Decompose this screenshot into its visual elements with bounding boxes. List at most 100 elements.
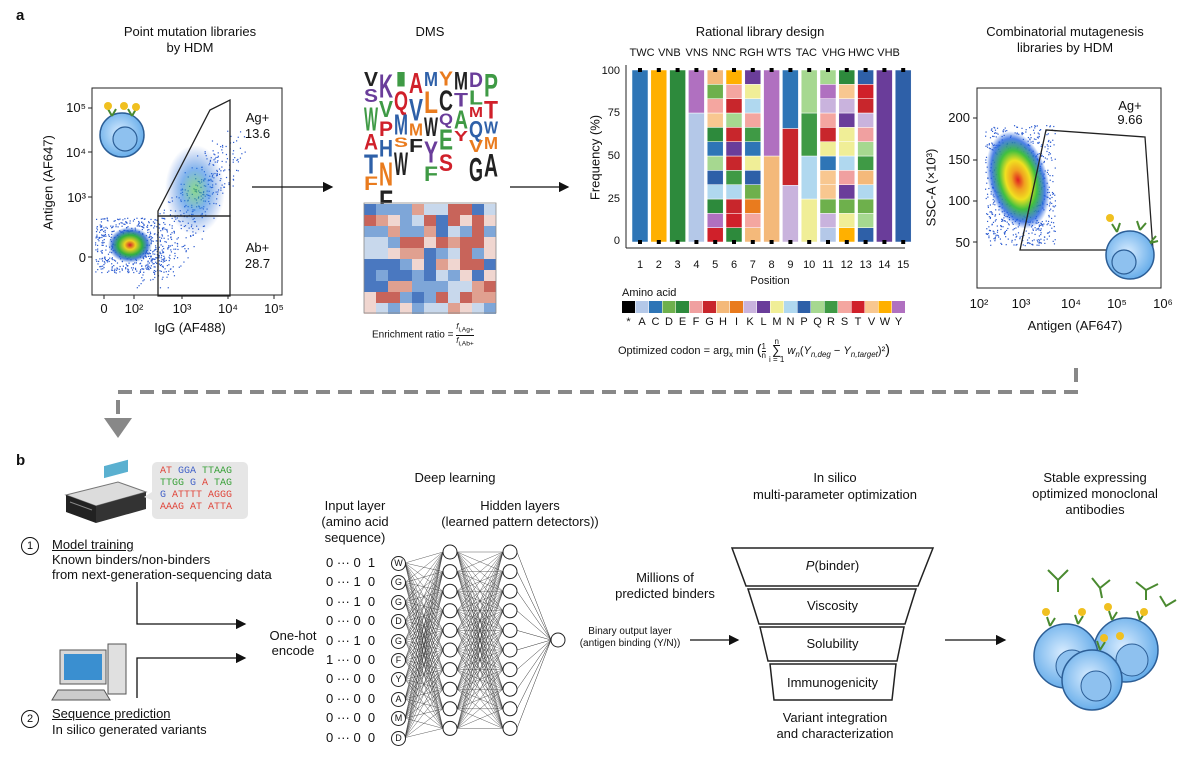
- scatter-dot: [1019, 236, 1021, 238]
- scatter-dot: [1013, 228, 1015, 230]
- scatter-dot: [1051, 159, 1053, 161]
- scatter-dot: [125, 222, 128, 224]
- flow1-xtick-1: 0: [100, 301, 108, 316]
- scatter-dot: [1040, 232, 1042, 234]
- aa-swatch: [703, 301, 716, 313]
- scatter-dot: [986, 213, 988, 215]
- scatter-dot: [102, 242, 104, 244]
- scatter-dot: [169, 224, 171, 226]
- scatter-dot: [1037, 241, 1039, 243]
- scatter-dot: [150, 255, 152, 257]
- step1-line2: from next-generation-sequencing data: [52, 567, 272, 582]
- scatter-dot: [161, 278, 163, 280]
- scatter-dot: [1028, 242, 1030, 244]
- scatter-dot: [153, 227, 155, 229]
- scatter-dot: [113, 265, 115, 267]
- scatter-dot: [1051, 196, 1053, 199]
- scatter-dot: [1001, 243, 1003, 246]
- scatter-dot: [1037, 228, 1039, 230]
- scatter-dot: [1022, 239, 1024, 242]
- scatter-dot: [107, 258, 110, 261]
- flow2-xtick-1: 10²: [969, 296, 989, 311]
- bar-segment: [706, 198, 724, 214]
- bar-top-marker: [844, 68, 849, 72]
- scatter-dot: [160, 237, 163, 239]
- input-bits: 0 ··· 1 0: [326, 632, 376, 648]
- scatter-dot: [994, 240, 996, 242]
- heatmap-cell: [400, 303, 412, 314]
- scatter-dot: [159, 236, 161, 238]
- scatter-dot: [103, 234, 105, 236]
- heatmap-cell: [376, 215, 388, 226]
- stable-3: antibodies: [1065, 502, 1125, 517]
- scatter-dot: [152, 221, 155, 223]
- scatter-dot: [1037, 132, 1039, 134]
- scatter-dot: [110, 269, 113, 271]
- scatter-dot: [183, 261, 185, 263]
- scatter-dot: [152, 240, 154, 242]
- scatter-dot: [122, 219, 124, 221]
- logo-glyph: S: [364, 85, 378, 106]
- hidden-node: [502, 583, 518, 599]
- scatter-dot: [993, 126, 995, 129]
- scatter-dot: [154, 222, 156, 224]
- scatter-dot: [126, 222, 128, 224]
- scatter-dot: [184, 244, 186, 246]
- heatmap-cell: [412, 237, 424, 248]
- scatter-dot: [118, 219, 120, 221]
- scatter-dot: [985, 145, 987, 147]
- bar-segment: [857, 198, 874, 214]
- scatter-dot: [155, 247, 157, 249]
- scatter-dot: [1038, 244, 1040, 246]
- scatter-dot: [164, 240, 166, 243]
- codon-label: VHB: [877, 47, 900, 59]
- aa-legend: [622, 301, 905, 313]
- position-label: 7: [749, 259, 756, 271]
- scatter-dot: [190, 235, 192, 238]
- scatter-dot: [222, 146, 224, 148]
- scatter-dot: [108, 270, 110, 272]
- scatter-dot: [1021, 133, 1023, 136]
- bar-segment: [819, 155, 837, 171]
- ytick-25: 25: [607, 193, 620, 205]
- scatter-dot: [225, 161, 227, 163]
- heatmap-cell: [412, 292, 424, 303]
- scatter-dot: [173, 231, 175, 233]
- scatter-dot: [154, 233, 156, 235]
- scatter-dot: [118, 223, 120, 225]
- nn-edge: [456, 551, 504, 592]
- aa-swatch: [797, 301, 811, 313]
- scatter-dot: [239, 131, 242, 133]
- scatter-dot: [169, 254, 171, 256]
- scatter-dot: [1043, 161, 1045, 164]
- heatmap-cell: [400, 215, 412, 226]
- scatter-dot: [149, 258, 151, 260]
- scatter-dot: [1041, 220, 1043, 223]
- scatter-dot: [164, 228, 166, 230]
- scatter-dot: [243, 136, 246, 138]
- scatter-dot: [154, 253, 156, 255]
- scatter-dot: [111, 267, 113, 269]
- scatter-dot: [164, 268, 166, 270]
- aa-swatch: [676, 301, 689, 313]
- heatmap-cell: [460, 248, 472, 259]
- codon-label: VNB: [658, 47, 681, 59]
- scatter-dot: [1049, 126, 1051, 128]
- scatter-dot: [103, 230, 105, 233]
- heatmap-cell: [424, 248, 436, 259]
- scatter-dot: [988, 143, 990, 145]
- flow1-ytick-2: 10⁴: [65, 145, 86, 160]
- scatter-dot: [995, 136, 997, 138]
- bar-top-marker: [638, 68, 642, 72]
- bar-bottom-marker: [882, 240, 887, 244]
- hidden-node: [442, 622, 458, 638]
- scatter-dot: [103, 263, 105, 266]
- scatter-dot: [129, 220, 131, 222]
- heatmap-cell: [472, 237, 484, 248]
- position-label: 3: [674, 259, 681, 271]
- bar-segment: [876, 69, 893, 243]
- scatter-dot: [1049, 209, 1051, 212]
- input-bits: 0 ··· 0 0: [326, 729, 376, 745]
- bar-top-marker: [732, 68, 736, 72]
- ytick-100: 100: [601, 65, 620, 77]
